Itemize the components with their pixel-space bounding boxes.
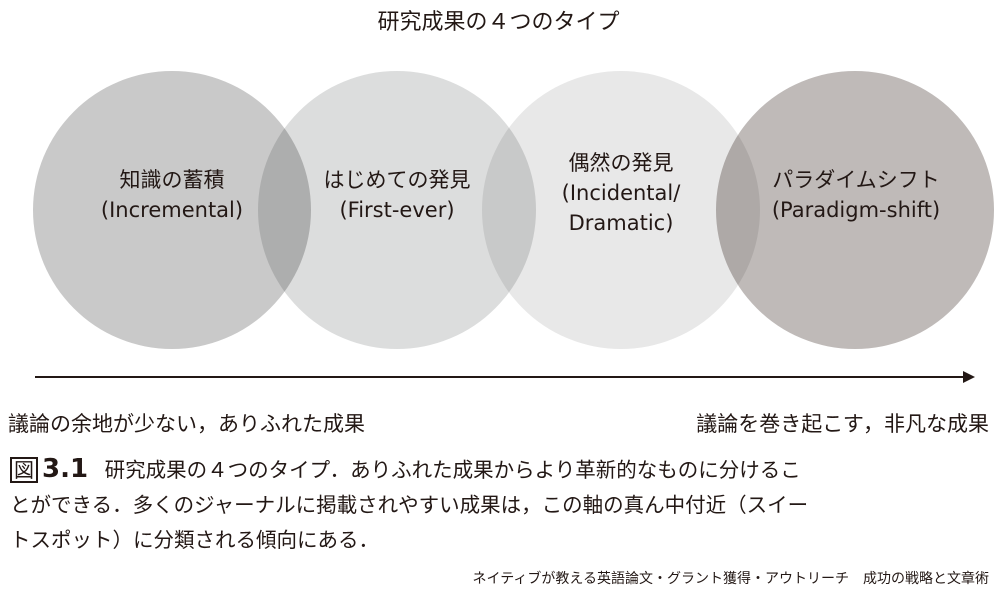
figure-icon: 図 [10, 457, 38, 483]
book-title-footer: ネイティブが教える英語論文・グラント獲得・アウトリーチ 成功の戦略と文章術 [472, 571, 989, 587]
axis-left-label: 議論の余地が少ない，ありふれた成果 [8, 412, 365, 436]
circle-incidental [482, 71, 760, 349]
label-jp: はじめての発見 [323, 168, 471, 192]
diagram-canvas [33, 71, 994, 383]
circle-incremental [33, 71, 311, 349]
caption-line-3: トスポット）に分類される傾向にある． [10, 528, 379, 552]
label-en-2: Dramatic) [568, 211, 674, 235]
label-en: (First-ever) [339, 198, 455, 222]
label-jp: 知識の蓄積 [119, 168, 225, 192]
label-incidental: 偶然の発見 (Incidental/ Dramatic) [501, 148, 741, 238]
circle-first-ever [258, 71, 536, 349]
label-en: (Paradigm-shift) [771, 198, 941, 222]
label-jp: 偶然の発見 [568, 151, 674, 175]
caption-text: 研究成果の４つのタイプ．ありふれた成果からより革新的なものに分けるこ [104, 458, 801, 482]
label-en: (Incremental) [100, 198, 244, 222]
label-incremental: 知識の蓄積 (Incremental) [52, 165, 292, 225]
axis-right-label: 議論を巻き起こす，非凡な成果 [696, 412, 989, 436]
caption-line-2: とができる．多くのジャーナルに掲載されやすい成果は，この軸の真ん中付近（スイー [10, 493, 809, 517]
label-paradigm-shift: パラダイムシフト (Paradigm-shift) [726, 165, 986, 225]
label-jp: パラダイムシフト [772, 168, 940, 192]
label-en: (Incidental/ [561, 181, 681, 205]
circle-paradigm-shift [716, 71, 994, 349]
label-first-ever: はじめての発見 (First-ever) [277, 165, 517, 225]
diagram-title: 研究成果の４つのタイプ [377, 10, 620, 35]
figure-number: 3.1 [42, 454, 89, 484]
